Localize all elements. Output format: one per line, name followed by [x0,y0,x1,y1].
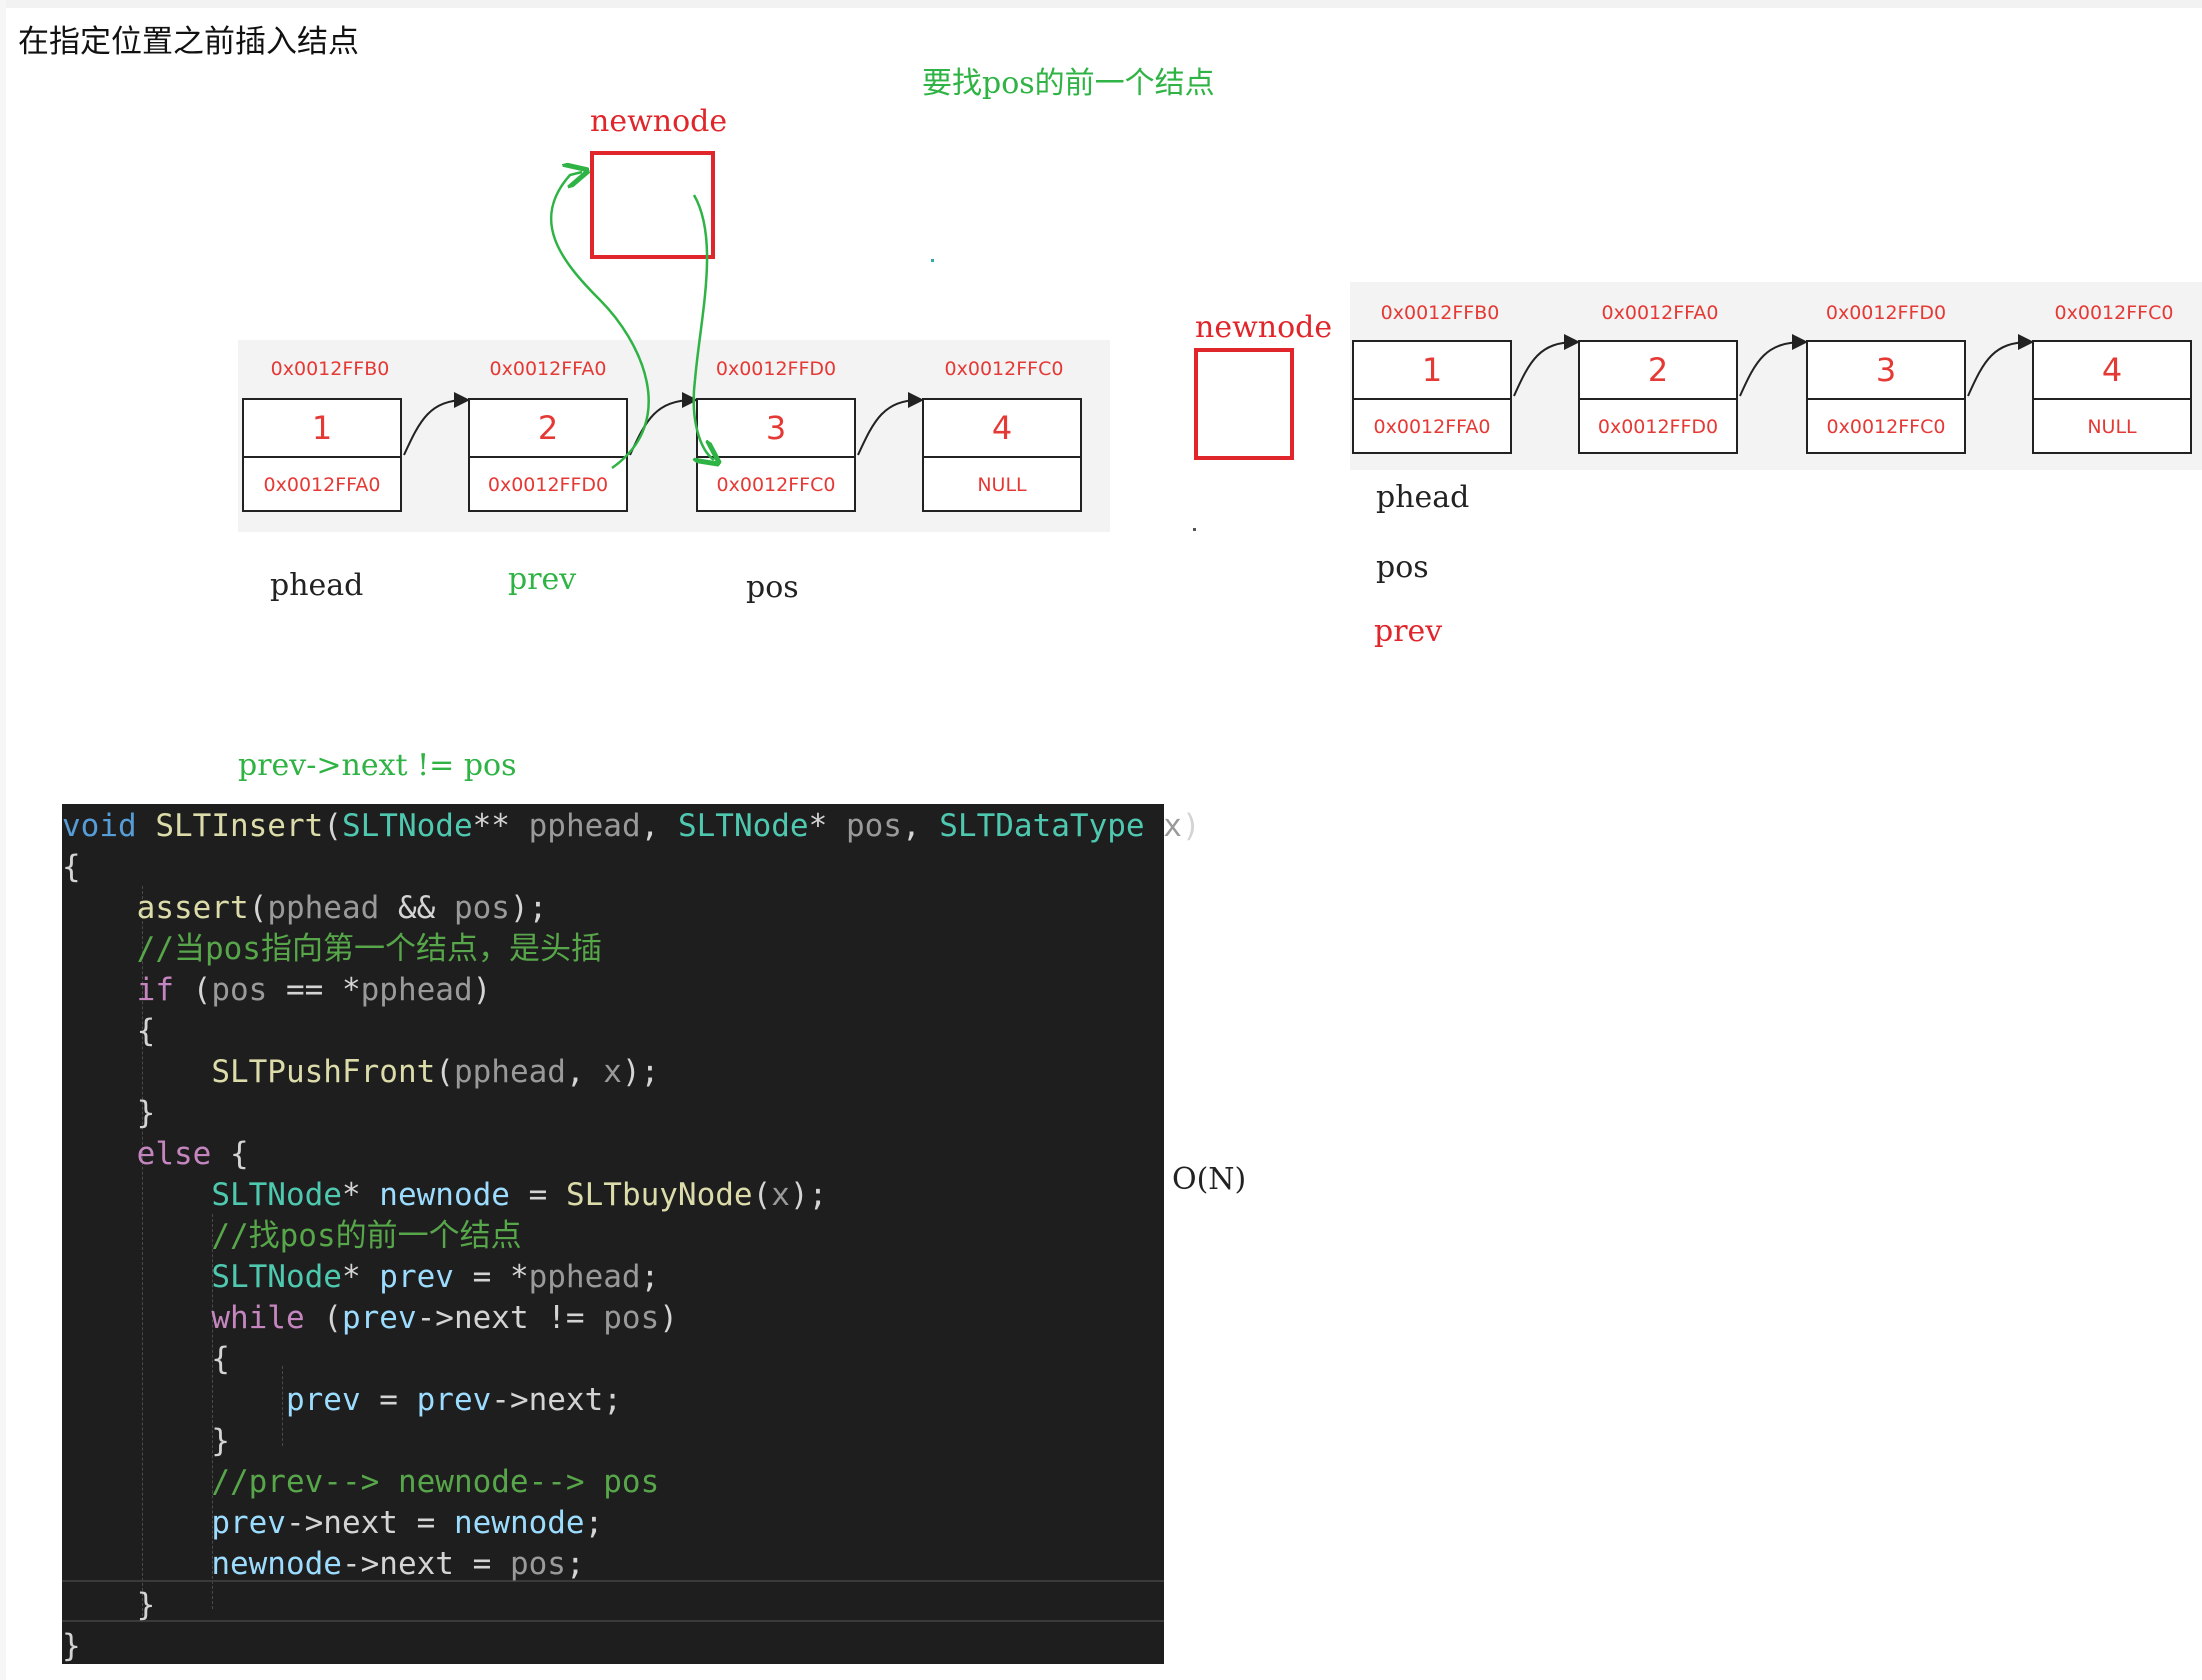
node-value: 4 [2034,342,2190,400]
code-line: //当pos指向第一个结点，是头插 [136,931,602,967]
code-line: SLTNode* prev = *pphead; [211,1259,660,1295]
right-next-arrows [1513,334,2034,397]
code-line: { [62,1013,156,1049]
indent-guide [212,1214,213,1609]
left-node-1: 1 0x0012FFA0 [242,398,402,512]
code-line: while (prev->next != pos) [211,1300,678,1336]
code-line: } [62,1587,156,1623]
right-pos-label: pos [1376,550,1429,585]
right-node-3: 3 0x0012FFC0 [1806,340,1966,454]
code-line: else { [136,1136,249,1172]
left-pos-label: pos [746,570,799,605]
code-line: if (pos == *pphead) [136,972,492,1008]
right-phead-label: phead [1376,480,1470,515]
node-next: 0x0012FFC0 [716,474,836,496]
node-value: 1 [1354,342,1510,400]
current-line-highlight [62,1580,1164,1622]
top-border [0,0,2202,8]
code-line: newnode->next = pos; [211,1546,585,1582]
right-node-2: 2 0x0012FFD0 [1578,340,1738,454]
node-next: 0x0012FFC0 [1826,416,1946,438]
node-value: 2 [1580,342,1736,400]
code-line: } [62,1423,230,1459]
arrow-2-3 [629,392,698,456]
node-value: 3 [698,400,854,458]
code-line: prev->next = newnode; [211,1505,604,1541]
code-line: { [62,1341,230,1377]
left-node-2-addr: 0x0012FFA0 [489,358,607,380]
newnode-to-pos-arrow [692,194,714,460]
page-heading: 在指定位置之前插入结点 [18,24,359,60]
left-node-1-addr: 0x0012FFB0 [270,358,390,380]
left-prev-label: prev [508,562,577,597]
right-node-3-addr: 0x0012FFD0 [1825,302,1947,324]
node-value: 1 [244,400,400,458]
code-line: //prev--> newnode--> pos [211,1464,660,1500]
stray-dot [1193,528,1196,531]
node-value: 3 [1808,342,1964,400]
left-node-4: 4 NULL [922,398,1082,512]
left-phead-label: phead [270,568,364,603]
code-line: //找pos的前一个结点 [211,1218,522,1254]
loop-condition-note: prev->next != pos [238,748,517,783]
left-border [0,0,6,1680]
left-node-2: 2 0x0012FFD0 [468,398,628,512]
node-value: 4 [924,400,1080,458]
complexity-note: O(N) [1172,1162,1247,1197]
right-node-1: 1 0x0012FFA0 [1352,340,1512,454]
right-node-1-addr: 0x0012FFB0 [1380,302,1500,324]
right-node-4: 4 NULL [2032,340,2192,454]
find-prev-note: 要找pos的前一个结点 [922,66,1215,101]
left-next-arrows [403,392,924,456]
right-node-2-addr: 0x0012FFA0 [1601,302,1719,324]
indent-guide [282,1366,283,1446]
arrow-3-4 [1967,334,2034,397]
arrow-2-3 [1739,334,1808,397]
code-editor: void SLTInsert(SLTNode** pphead, SLTNode… [62,804,1201,1664]
node-next: 0x0012FFD0 [487,474,609,496]
node-next: 0x0012FFA0 [263,474,381,496]
right-prev-label: prev [1374,614,1443,649]
left-node-3-addr: 0x0012FFD0 [715,358,837,380]
arrow-1-2 [403,392,470,456]
code-line: { [62,849,81,885]
newnode-box-right [1194,348,1294,460]
prev-to-newnode-arrow [549,172,650,470]
newnode-box-left [590,151,715,259]
code-line: prev = prev->next; [285,1382,622,1418]
hand-drawn-green-arrows [549,172,714,470]
right-node-4-addr: 0x0012FFC0 [2054,302,2174,324]
code-line: void SLTInsert(SLTNode** pphead, SLTNode… [62,808,1201,844]
node-next: NULL [2087,416,2137,438]
indent-guide [142,886,143,1616]
arrow-3-4 [857,392,924,456]
newnode-label-right: newnode [1195,310,1333,345]
node-next: 0x0012FFD0 [1597,416,1719,438]
stray-dot [931,259,934,262]
code-line: SLTPushFront(pphead, x); [211,1054,660,1090]
node-value: 2 [470,400,626,458]
newnode-label-left: newnode [590,104,728,139]
code-line: } [62,1628,81,1664]
node-next: NULL [977,474,1027,496]
code-line: assert(pphead && pos); [136,890,548,926]
code-line: } [62,1095,156,1131]
node-next: 0x0012FFA0 [1373,416,1491,438]
arrow-1-2 [1513,334,1580,397]
left-node-4-addr: 0x0012FFC0 [944,358,1064,380]
code-line: SLTNode* newnode = SLTbuyNode(x); [211,1177,828,1213]
